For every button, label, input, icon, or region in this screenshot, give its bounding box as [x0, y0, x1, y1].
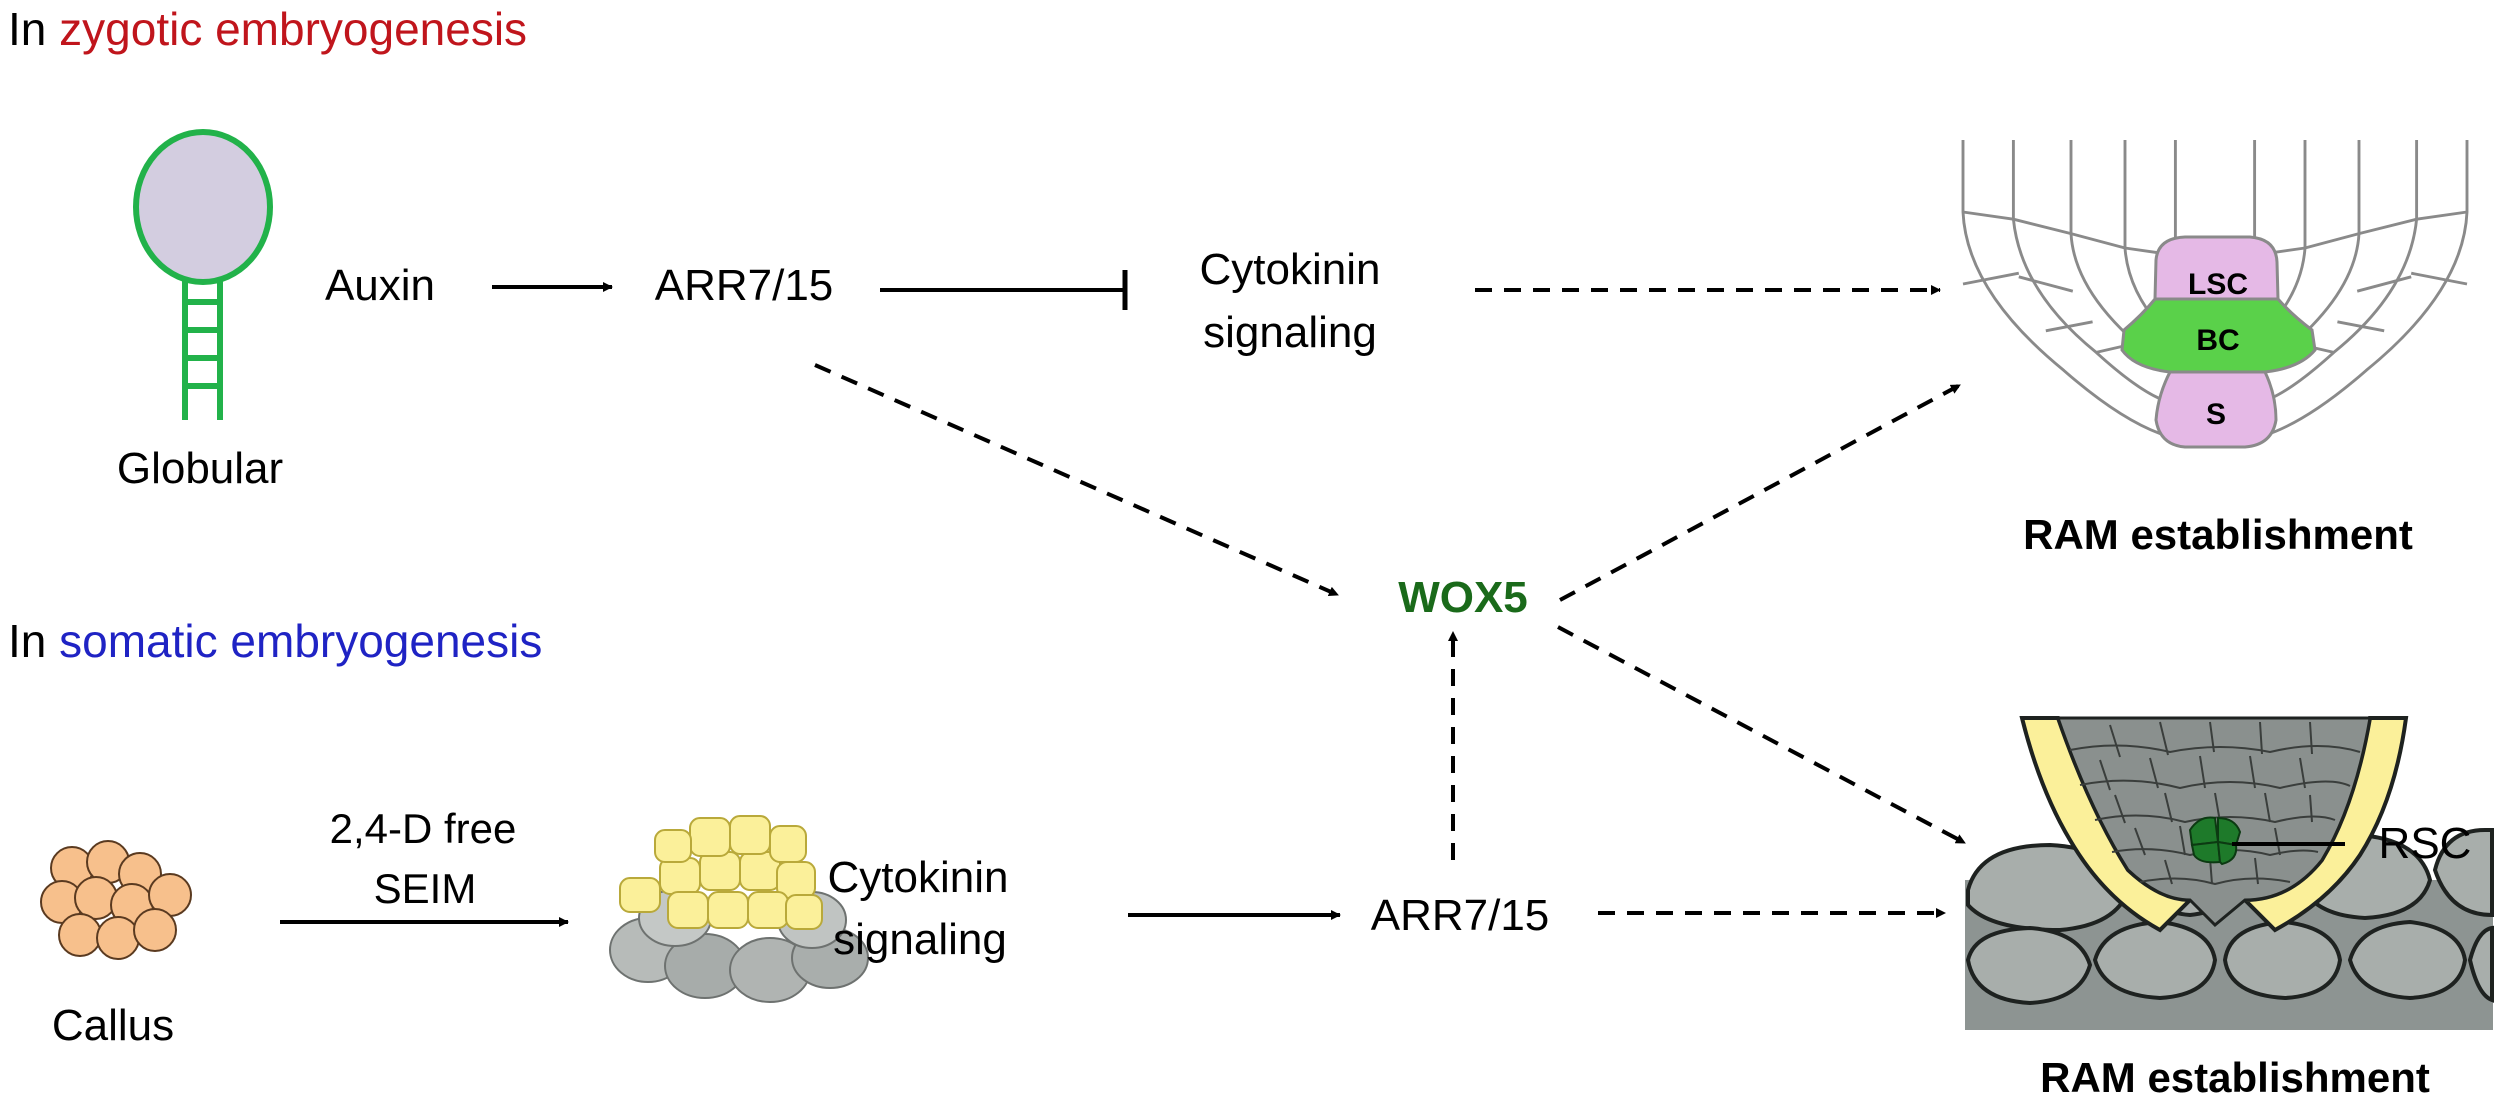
treatment-line2: SEIM — [374, 865, 477, 912]
zygotic-arr-label: ARR7/15 — [655, 261, 834, 310]
callus-label: Callus — [52, 1001, 174, 1050]
somatic-heading: In somatic embryogenesis — [8, 615, 542, 667]
s-label: S — [2206, 398, 2226, 431]
somatic-arr-label: ARR7/15 — [1371, 891, 1550, 940]
wox5-to-zygotic-ram-arrow — [1559, 383, 1961, 602]
somatic-embryo-icon — [609, 815, 869, 1003]
somatic-heading-prefix: In — [8, 615, 46, 667]
auxin-label: Auxin — [325, 261, 435, 310]
callus-icon — [40, 840, 192, 960]
arr-to-wox5-dashed-arrow — [814, 363, 1339, 597]
wox5-to-somatic-ram-arrow — [1557, 625, 1966, 845]
rsc-label: RSC — [2379, 819, 2472, 868]
lsc-cell — [2153, 235, 2280, 301]
zygotic-cytokinin-line2: signaling — [1203, 308, 1377, 357]
wox5-label: WOX5 — [1398, 573, 1528, 622]
somatic-ram-icon — [1965, 716, 2494, 1030]
zygotic-ram-icon: LSC BC S — [1961, 140, 2469, 449]
globular-label: Globular — [117, 444, 283, 493]
somatic-cytokinin-line2: signaling — [833, 915, 1007, 964]
lsc-label: LSC — [2188, 268, 2248, 301]
zygotic-heading-prefix: In — [8, 3, 46, 55]
somatic-ram-label: RAM establishment — [2040, 1054, 2430, 1101]
treatment-line1: 2,4-D free — [330, 805, 517, 852]
bc-label: BC — [2196, 324, 2239, 357]
zygotic-ram-label: RAM establishment — [2023, 511, 2413, 558]
zygotic-cytokinin-line1: Cytokinin — [1200, 245, 1381, 294]
zygotic-heading: In zygotic embryogenesis — [8, 3, 527, 55]
s-cell — [2154, 370, 2278, 449]
somatic-cytokinin-line1: Cytokinin — [828, 853, 1009, 902]
arr-inhibits-cytokinin-line — [880, 270, 1128, 310]
globular-embryo-icon — [133, 129, 273, 420]
somatic-heading-term: somatic embryogenesis — [59, 615, 542, 667]
zygotic-heading-term: zygotic embryogenesis — [59, 3, 527, 55]
